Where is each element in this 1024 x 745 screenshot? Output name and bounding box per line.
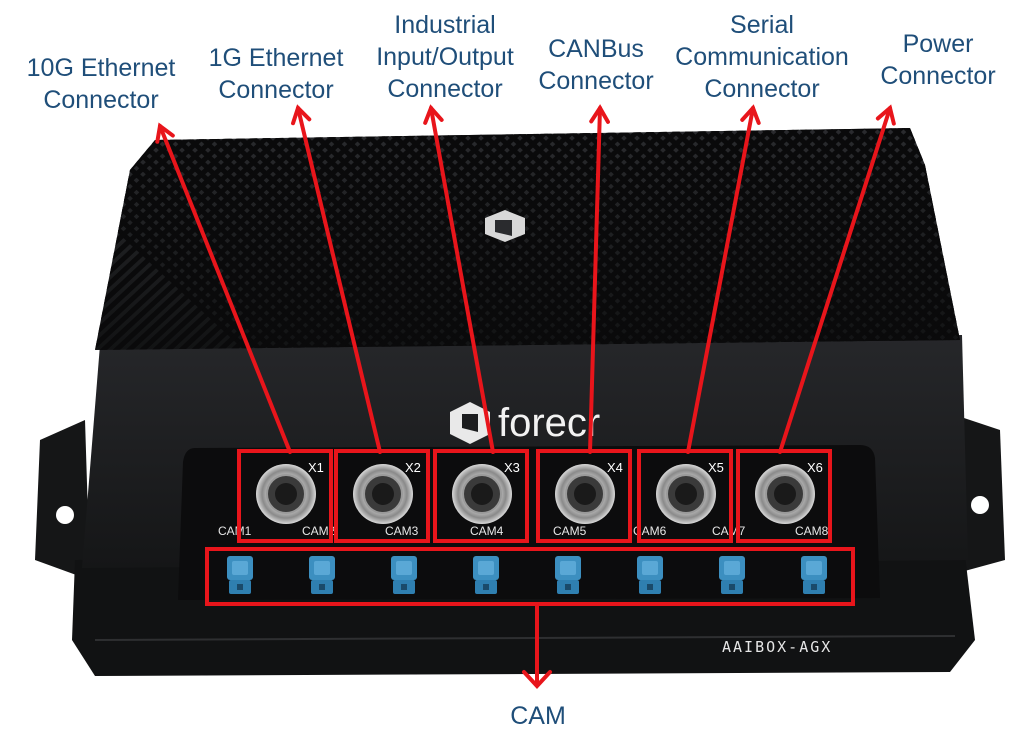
camera-label: CAM6	[633, 524, 667, 538]
port-x3: X3	[452, 460, 520, 524]
port-highlight-box	[334, 449, 430, 543]
callout-power: Power Connector	[880, 30, 996, 90]
camera-label: CAM5	[553, 524, 587, 538]
port-x6: X6	[755, 460, 823, 524]
camera-connector-row	[227, 556, 827, 594]
camera-label-row: CAM1 CAM2 CAM3 CAM4 CAM5 CAM6 CAM7 CAM8	[218, 524, 829, 538]
callout-arrow	[423, 104, 495, 454]
port-highlight-box	[536, 449, 632, 543]
left-mounting-flange	[35, 420, 90, 580]
port-highlight-box	[433, 449, 529, 543]
callout-serial: Serial Communication Connector	[675, 11, 849, 103]
callout-canbus: CANBus Connector	[538, 35, 654, 95]
callout-arrow	[291, 104, 382, 454]
camera-label: CAM1	[218, 524, 252, 538]
callout-arrow	[155, 122, 292, 454]
camera-connector	[801, 556, 827, 594]
port-label: X5	[708, 460, 724, 475]
heatsink-fins	[95, 128, 960, 350]
port-x5: X5	[656, 460, 724, 524]
camera-connector	[719, 556, 745, 594]
camera-connector	[309, 556, 335, 594]
highlight-boxes	[237, 449, 832, 543]
left-flange-hole	[56, 506, 74, 524]
port-row: X1 X2 X3 X4 X5 X6	[256, 460, 823, 524]
right-flange-hole	[971, 496, 989, 514]
callout-arrows	[155, 104, 896, 454]
callout-arrow	[778, 104, 896, 454]
brand-name: forecr	[498, 401, 600, 445]
model-name: AAIBOX-AGX	[722, 638, 832, 656]
port-label: X3	[504, 460, 520, 475]
camera-connector	[637, 556, 663, 594]
cam-highlight-box	[205, 547, 855, 606]
port-highlight-box	[736, 449, 832, 543]
port-x1: X1	[256, 460, 324, 524]
port-label: X1	[308, 460, 324, 475]
callout-10g-ethernet: 10G Ethernet Connector	[26, 54, 176, 114]
port-label: X2	[405, 460, 421, 475]
port-label: X6	[807, 460, 823, 475]
camera-label: CAM8	[795, 524, 829, 538]
callout-arrow	[686, 104, 761, 454]
cam-callout-arrow	[522, 604, 552, 689]
camera-connector	[555, 556, 581, 594]
port-x2: X2	[353, 460, 421, 524]
camera-label: CAM3	[385, 524, 419, 538]
port-highlight-box	[237, 449, 333, 543]
callout-1g-ethernet: 1G Ethernet Connector	[208, 44, 344, 104]
top-logo	[485, 210, 525, 242]
camera-connector	[227, 556, 253, 594]
callout-arrow	[588, 104, 610, 454]
callout-cam: CAM	[510, 702, 566, 730]
port-x4: X4	[555, 460, 623, 524]
brand-logo	[450, 402, 490, 444]
port-highlight-box	[637, 449, 733, 543]
callout-industrial-io: Industrial Input/Output Connector	[376, 11, 514, 103]
base-plate-edge	[94, 635, 956, 641]
camera-label: CAM2	[302, 524, 336, 538]
camera-connector	[391, 556, 417, 594]
port-label: X4	[607, 460, 623, 475]
camera-label: CAM7	[712, 524, 746, 538]
camera-connector	[473, 556, 499, 594]
camera-label: CAM4	[470, 524, 504, 538]
